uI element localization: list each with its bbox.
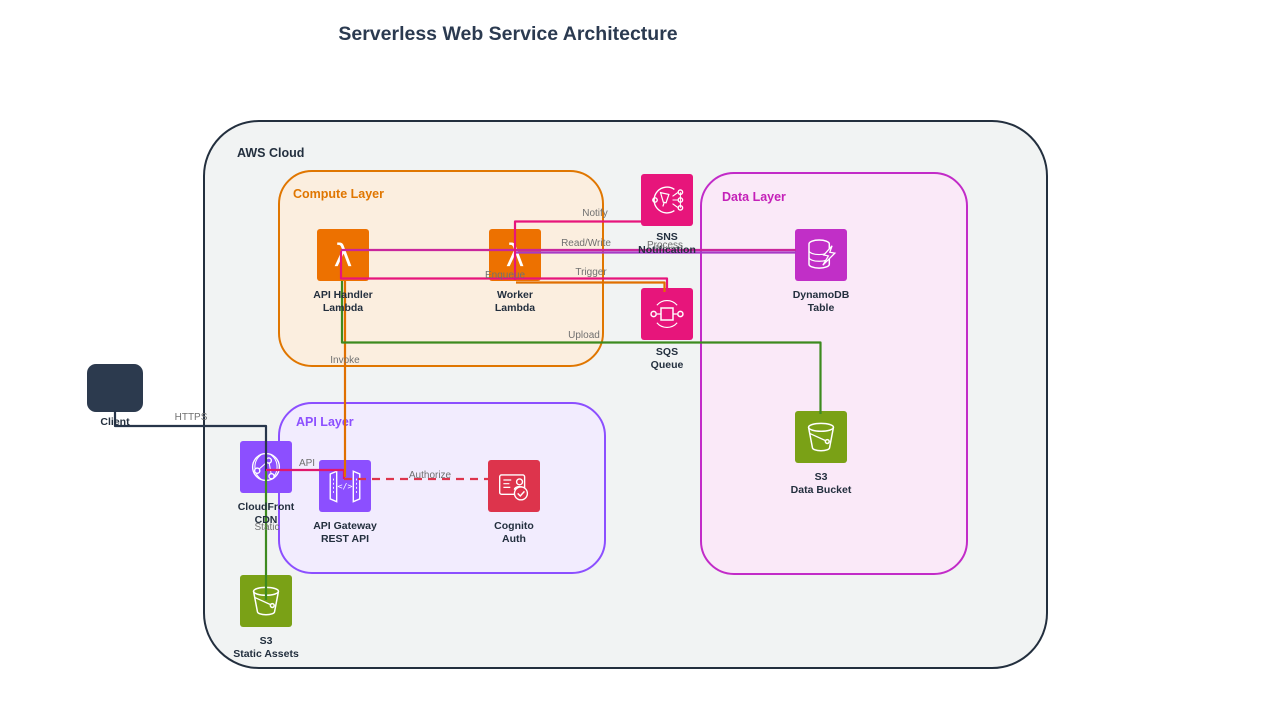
node-s3-static: [240, 575, 292, 627]
node-api-handler-lambda: λ: [317, 229, 369, 281]
edge-label-https: HTTPS: [174, 412, 208, 423]
node-label-client: Client: [100, 416, 130, 428]
edge-label-notify: Notify: [582, 208, 608, 219]
node-client: [87, 364, 143, 412]
apigateway-icon: </>: [329, 470, 361, 503]
node-cognito: [488, 460, 540, 512]
lambda-icon: λ: [334, 238, 353, 274]
node-cloudfront: [240, 441, 292, 493]
edge-label-api: API: [298, 458, 316, 469]
sns-icon: [652, 186, 684, 214]
cloudfront-icon: [251, 452, 281, 482]
svg-text:</>: </>: [338, 481, 353, 491]
diagram-title: Serverless Web Service Architecture: [338, 23, 678, 45]
edge-label-enqueue: Enqueue: [484, 270, 526, 281]
node-dynamodb: [795, 229, 847, 281]
group-label-api-layer: API Layer: [296, 415, 354, 429]
edge-label-authorize: Authorize: [408, 470, 452, 481]
node-sqs: [641, 288, 693, 340]
sqs-icon: [650, 300, 684, 328]
node-s3-data: [795, 411, 847, 463]
s3-icon: [807, 422, 835, 452]
group-label-data-layer: Data Layer: [722, 190, 786, 204]
edge-label-trigger: Trigger: [575, 267, 607, 278]
edge-label-upload: Upload: [568, 330, 600, 341]
svg-text:λ: λ: [506, 238, 525, 274]
edge-label-read-write: Read/Write: [561, 238, 611, 249]
dynamodb-icon: [808, 239, 837, 269]
edge-label-process: Process: [646, 240, 684, 251]
node-api-gateway: </>: [319, 460, 371, 512]
svg-text:λ: λ: [334, 238, 353, 274]
edge-label-invoke: Invoke: [330, 355, 360, 366]
node-sns: [641, 174, 693, 226]
group-label-aws-cloud: AWS Cloud: [237, 146, 305, 160]
edge-label-static: Static: [254, 522, 280, 533]
group-label-compute-layer: Compute Layer: [293, 187, 384, 201]
cognito-icon: [499, 474, 529, 501]
s3-icon: [252, 586, 280, 616]
